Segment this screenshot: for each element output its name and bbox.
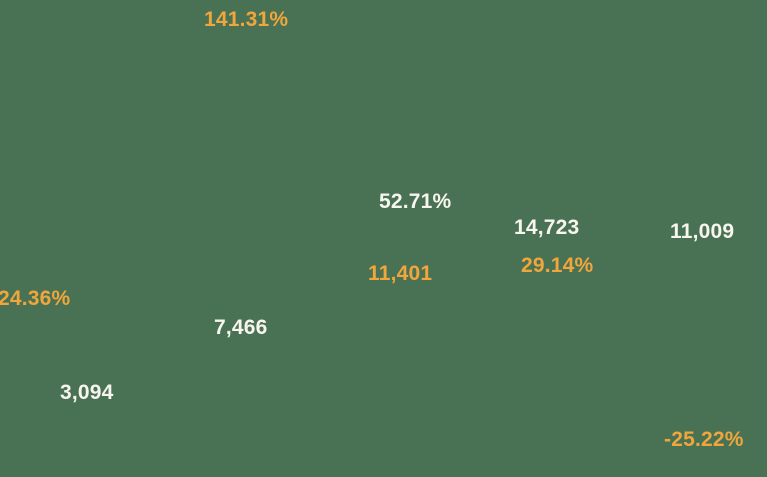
pct-change-label-29-14: 29.14% bbox=[521, 254, 594, 277]
pct-change-label-141-31: 141.31% bbox=[204, 8, 289, 31]
value-label-7466: 7,466 bbox=[214, 316, 268, 339]
value-label-3094: 3,094 bbox=[60, 381, 114, 404]
pct-change-label-52-71: 52.71% bbox=[379, 190, 452, 213]
value-label-11401: 11,401 bbox=[368, 262, 433, 285]
pct-change-label-neg-25-22: -25.22% bbox=[664, 428, 744, 451]
value-label-14723: 14,723 bbox=[514, 216, 580, 239]
pct-change-label-24-36: 24.36% bbox=[0, 287, 71, 310]
value-label-11009: 11,009 bbox=[670, 220, 735, 243]
